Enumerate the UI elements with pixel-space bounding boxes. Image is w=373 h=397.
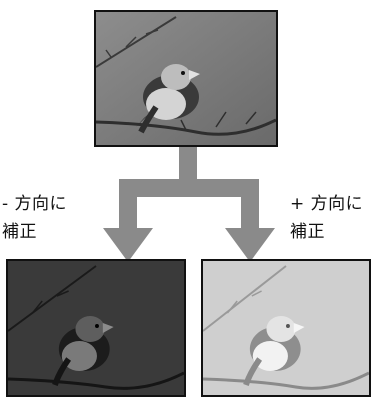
bird-photo-darker [8, 261, 184, 395]
plus-direction-label: + 方向に 補正 [290, 194, 364, 242]
bird-photo-normal [96, 12, 276, 145]
right-arrow-head [225, 228, 275, 262]
arrow-stem [179, 147, 197, 179]
left-arrow-head [103, 228, 153, 262]
arrow-group [103, 147, 275, 262]
left-arrow-shaft [119, 179, 137, 231]
right-arrow-shaft [241, 179, 259, 231]
minus-direction-label: - 方向に 補正 [2, 194, 68, 242]
original-bird-photo [94, 10, 278, 147]
bird-photo-lighter [203, 261, 369, 395]
arrow-crossbar [119, 179, 259, 197]
darker-bird-photo [6, 259, 186, 397]
lighter-bird-photo [201, 259, 371, 397]
